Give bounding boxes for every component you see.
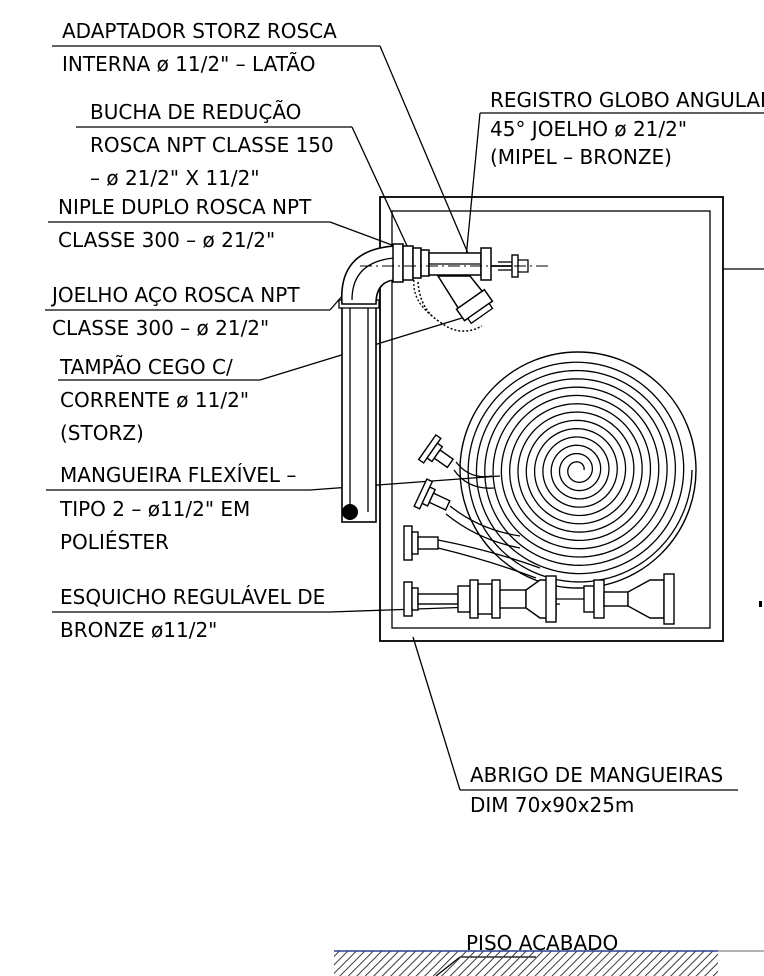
hose-cabinet: [379, 196, 724, 642]
hose-outer-ring: [459, 351, 697, 589]
label-mangueira: MANGUEIRA FLEXÍVEL – TIPO 2 – ø11/2" EM …: [59, 463, 296, 554]
svg-text:INTERNA ø 11/2" – LATÃO: INTERNA ø 11/2" – LATÃO: [62, 52, 316, 76]
reference-mark: [759, 601, 762, 607]
svg-text:TIPO 2 – ø11/2" EM: TIPO 2 – ø11/2" EM: [59, 497, 250, 521]
nozzle-assembly: [457, 573, 675, 625]
pipe-fittings: [360, 243, 548, 332]
label-adaptador: ADAPTADOR STORZ ROSCA INTERNA ø 11/2" – …: [62, 19, 337, 76]
coiled-hose: [459, 351, 697, 589]
label-abrigo: ABRIGO DE MANGUEIRAS DIM 70x90x25m: [470, 763, 723, 817]
svg-text:(STORZ): (STORZ): [60, 421, 144, 445]
svg-text:CLASSE 300 – ø 21/2": CLASSE 300 – ø 21/2": [52, 316, 269, 340]
svg-text:45° JOELHO ø 21/2": 45° JOELHO ø 21/2": [490, 117, 687, 141]
svg-text:REGISTRO GLOBO ANGULAR: REGISTRO GLOBO ANGULAR: [490, 88, 764, 112]
svg-text:TAMPÃO CEGO C/: TAMPÃO CEGO C/: [59, 355, 233, 379]
svg-text:JOELHO AÇO ROSCA NPT: JOELHO AÇO ROSCA NPT: [50, 283, 300, 307]
steel-elbow: [341, 245, 395, 305]
label-niple: NIPLE DUPLO ROSCA NPT CLASSE 300 – ø 21/…: [58, 195, 312, 252]
vertical-pipe: [338, 299, 380, 523]
svg-text:(MIPEL – BRONZE): (MIPEL – BRONZE): [490, 145, 672, 169]
label-esquicho: ESQUICHO REGULÁVEL DE BRONZE ø11/2": [60, 585, 325, 642]
svg-text:CLASSE 300 – ø 21/2": CLASSE 300 – ø 21/2": [58, 228, 275, 252]
svg-text:DIM 70x90x25m: DIM 70x90x25m: [470, 793, 634, 817]
svg-text:MANGUEIRA FLEXÍVEL –: MANGUEIRA FLEXÍVEL –: [60, 463, 296, 487]
storz-couplings: [403, 433, 541, 617]
svg-text:– ø 21/2" X 11/2": – ø 21/2" X 11/2": [90, 166, 260, 190]
svg-text:BUCHA DE REDUÇÃO: BUCHA DE REDUÇÃO: [90, 100, 301, 124]
label-tampao: TAMPÃO CEGO C/ CORRENTE ø 11/2" (STORZ): [59, 355, 249, 445]
svg-text:ROSCA NPT CLASSE 150: ROSCA NPT CLASSE 150: [90, 133, 334, 157]
svg-text:BRONZE ø11/2": BRONZE ø11/2": [60, 618, 217, 642]
label-joelho: JOELHO AÇO ROSCA NPT CLASSE 300 – ø 21/2…: [50, 283, 300, 340]
svg-text:ABRIGO DE MANGUEIRAS: ABRIGO DE MANGUEIRAS: [470, 763, 723, 787]
hose-spiral: [467, 361, 693, 583]
svg-text:POLIÉSTER: POLIÉSTER: [60, 530, 169, 554]
svg-text:ADAPTADOR STORZ ROSCA: ADAPTADOR STORZ ROSCA: [62, 19, 337, 43]
finished-floor: [334, 950, 764, 976]
svg-text:NIPLE DUPLO ROSCA NPT: NIPLE DUPLO ROSCA NPT: [58, 195, 312, 219]
svg-text:CORRENTE ø 11/2": CORRENTE ø 11/2": [60, 388, 249, 412]
label-registro: REGISTRO GLOBO ANGULAR 45° JOELHO ø 21/2…: [490, 88, 764, 169]
svg-text:ESQUICHO REGULÁVEL DE: ESQUICHO REGULÁVEL DE: [60, 585, 325, 609]
label-bucha: BUCHA DE REDUÇÃO ROSCA NPT CLASSE 150 – …: [90, 100, 334, 190]
